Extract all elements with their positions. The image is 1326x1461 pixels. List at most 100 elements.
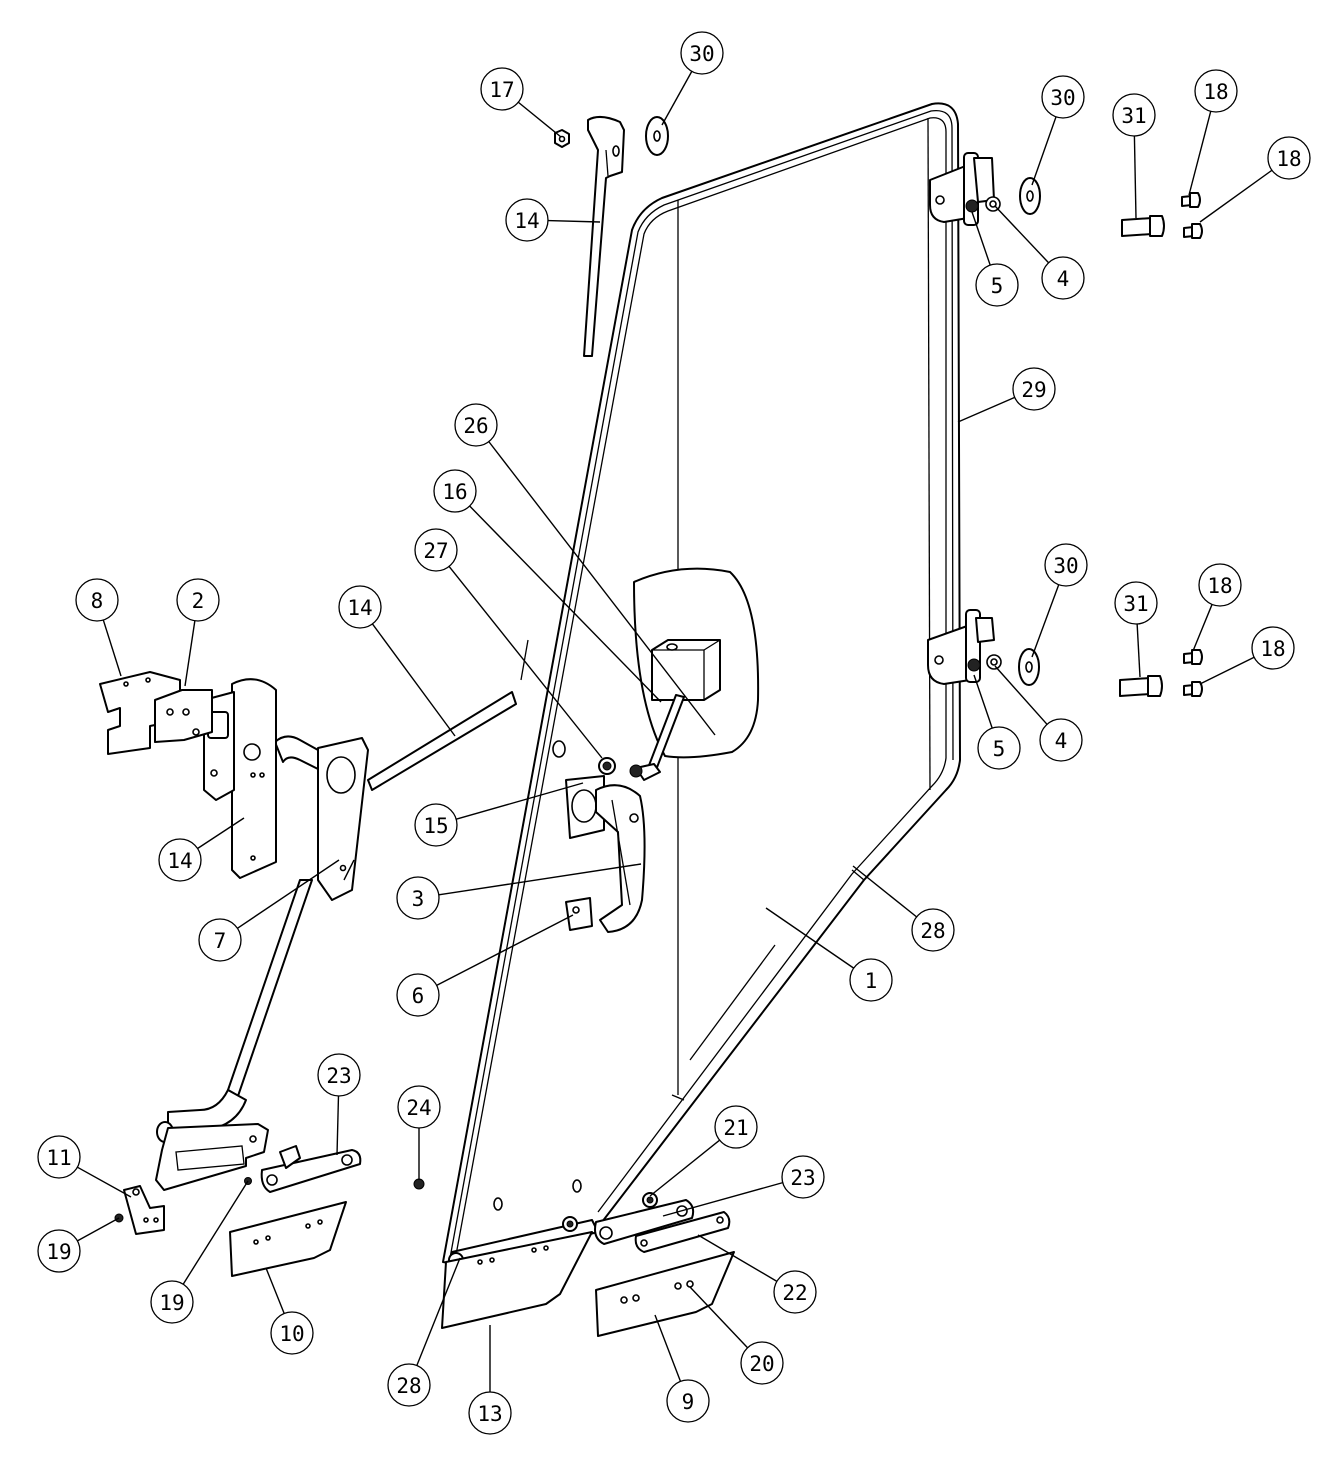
callout-circle <box>387 1363 431 1407</box>
callout-number: 4 <box>1057 267 1070 291</box>
callout-number: 11 <box>46 1146 71 1170</box>
right-link-plates <box>594 1192 735 1337</box>
leader-line-18 <box>1199 169 1273 223</box>
callout-circle <box>1114 581 1158 625</box>
leader-line-18 <box>1188 111 1212 196</box>
callout-7: 7 <box>198 918 242 962</box>
callout-30: 30 <box>1041 75 1085 119</box>
nut-17 <box>554 129 570 148</box>
callout-number: 28 <box>396 1374 421 1398</box>
callout-21: 21 <box>714 1105 758 1149</box>
callout-circle <box>1112 93 1156 137</box>
callout-14: 14 <box>158 838 202 882</box>
callout-number: 22 <box>782 1281 807 1305</box>
callout-circle <box>150 1280 194 1324</box>
callout-18: 18 <box>1267 136 1311 180</box>
leader-line-23 <box>662 1181 783 1217</box>
callout-circle <box>740 1341 784 1385</box>
nut-24 <box>413 1178 425 1190</box>
callout-30: 30 <box>1044 543 1088 587</box>
callout-5: 5 <box>975 263 1019 307</box>
callout-number: 27 <box>423 539 448 563</box>
leader-line-29 <box>957 396 1016 423</box>
leader-line-9 <box>654 1314 682 1382</box>
callout-number: 10 <box>279 1322 304 1346</box>
callout-28: 28 <box>387 1363 431 1407</box>
callout-circle <box>480 67 524 111</box>
leader-line-5 <box>973 674 993 729</box>
callout-number: 28 <box>920 919 945 943</box>
callout-3: 3 <box>396 876 440 920</box>
leader-line-14 <box>547 219 601 223</box>
callout-circle <box>414 803 458 847</box>
leader-line-17 <box>517 101 562 138</box>
callout-circle <box>37 1135 81 1179</box>
callout-circle <box>396 973 440 1017</box>
callout-18: 18 <box>1251 626 1295 670</box>
linkage-rods <box>156 691 517 1143</box>
callout-circle <box>1041 256 1085 300</box>
leader-line-6 <box>436 914 574 986</box>
callout-circle <box>397 1085 441 1129</box>
callout-number: 30 <box>1053 554 1078 578</box>
callout-circle <box>714 1105 758 1149</box>
callout-18: 18 <box>1198 563 1242 607</box>
leader-line-14 <box>197 817 245 850</box>
callout-16: 16 <box>433 469 477 513</box>
leader-line-27 <box>448 565 603 759</box>
callout-13: 13 <box>468 1391 512 1435</box>
leader-line-1 <box>765 907 855 969</box>
callout-number: 30 <box>1050 86 1075 110</box>
callout-number: 9 <box>682 1390 695 1414</box>
callout-number: 5 <box>991 274 1004 298</box>
callout-circle <box>911 908 955 952</box>
callout-number: 29 <box>1021 378 1046 402</box>
leader-line-14 <box>371 623 456 737</box>
callout-14: 14 <box>338 585 382 629</box>
leader-line-28 <box>416 1257 461 1366</box>
leader-line-28 <box>852 865 918 918</box>
leader-line-21 <box>649 1139 721 1197</box>
callout-19: 19 <box>150 1280 194 1324</box>
leader-line-31 <box>1133 135 1137 219</box>
callout-29: 29 <box>1012 367 1056 411</box>
callout-number: 5 <box>993 737 1006 761</box>
callout-2: 2 <box>176 578 220 622</box>
callout-11: 11 <box>37 1135 81 1179</box>
callout-circle <box>781 1155 825 1199</box>
callout-circle <box>1198 563 1242 607</box>
callout-circle <box>1194 69 1238 113</box>
leader-line-3 <box>438 863 642 896</box>
callout-circle <box>666 1379 710 1423</box>
callout-27: 27 <box>414 528 458 572</box>
callout-circle <box>1039 718 1083 762</box>
callout-circle <box>1044 543 1088 587</box>
callout-10: 10 <box>270 1311 314 1355</box>
callout-circle <box>1251 626 1295 670</box>
lever-plate-7 <box>317 737 369 901</box>
upper-rod <box>583 116 625 357</box>
callout-circle <box>338 585 382 629</box>
leader-line-19 <box>77 1217 120 1242</box>
callout-number: 31 <box>1121 104 1146 128</box>
bottom-kickplate <box>441 1216 599 1329</box>
callout-number: 19 <box>46 1240 71 1264</box>
leader-line-19 <box>182 1180 249 1285</box>
callout-circle <box>680 31 724 75</box>
leader-line-20 <box>689 1286 749 1349</box>
leader-line-26 <box>488 441 716 736</box>
callout-number: 4 <box>1055 729 1068 753</box>
callout-number: 19 <box>159 1291 184 1315</box>
callout-19: 19 <box>37 1229 81 1273</box>
callout-number: 18 <box>1276 147 1301 171</box>
callout-31: 31 <box>1114 581 1158 625</box>
callout-22: 22 <box>773 1270 817 1314</box>
callout-6: 6 <box>396 973 440 1017</box>
callout-circle <box>1267 136 1311 180</box>
callout-17: 17 <box>480 67 524 111</box>
callout-number: 30 <box>689 42 714 66</box>
callout-18: 18 <box>1194 69 1238 113</box>
callout-circle <box>849 958 893 1002</box>
